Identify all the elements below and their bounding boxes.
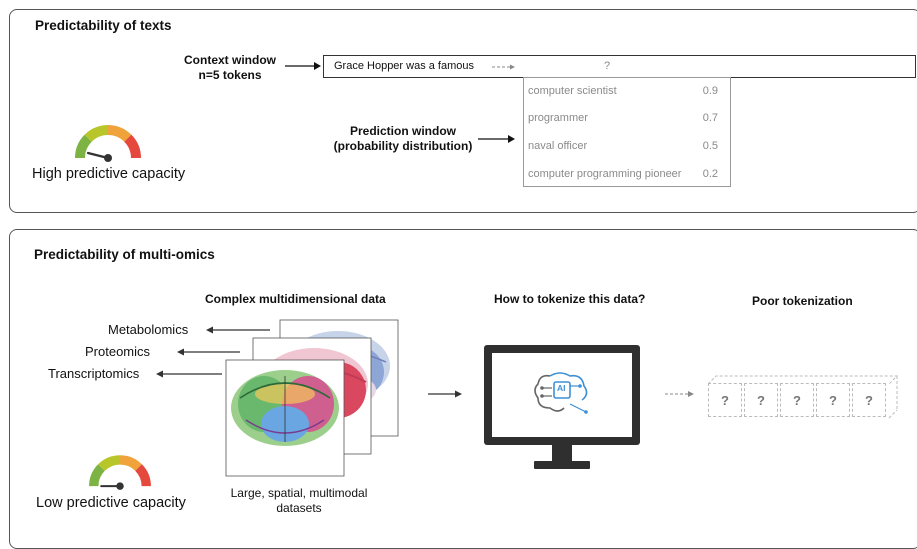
prediction-label: naval officer (528, 140, 588, 152)
prediction-row: naval officer 0.5 (528, 133, 726, 161)
prediction-row: programmer 0.7 (528, 105, 726, 133)
token-box: ? (852, 383, 886, 417)
context-window-label-line1: Context window (184, 53, 276, 67)
context-window-label-line2: n=5 tokens (198, 68, 262, 82)
omics-panel-title: Predictability of multi-omics (34, 247, 215, 262)
prediction-label: programmer (528, 112, 588, 124)
token-box: ? (744, 383, 778, 417)
proteomics-label: Proteomics (85, 344, 151, 359)
context-question: ? (604, 60, 611, 72)
prediction-probability: 0.9 (702, 85, 718, 97)
gauge-high-icon (75, 125, 141, 162)
context-window-label: Context window n=5 tokens (170, 53, 290, 83)
ai-brain-icon (534, 372, 588, 414)
text-predictability-panel (9, 9, 917, 213)
tokenize-heading: How to tokenize this data? (494, 292, 646, 306)
text-panel-title: Predictability of texts (35, 18, 172, 33)
monitor-icon (484, 345, 640, 469)
token-box: ? (780, 383, 814, 417)
high-capacity-label: High predictive capacity (32, 166, 186, 182)
prediction-window-label: Prediction window (probability distribut… (318, 124, 488, 154)
prediction-probability: 0.7 (702, 112, 718, 124)
prediction-probability: 0.2 (702, 168, 718, 180)
token-box: ? (816, 383, 850, 417)
context-text: Grace Hopper was a famous (334, 60, 475, 72)
poor-tokenization-heading: Poor tokenization (752, 294, 853, 308)
dataset-caption-line1: Large, spatial, multimodal (230, 486, 368, 500)
gauge-low-icon (89, 455, 151, 490)
ai-label: AI (557, 383, 566, 393)
transcriptomics-label: Transcriptomics (48, 366, 140, 381)
prediction-window-label-line1: Prediction window (349, 124, 456, 138)
dashed-arrow (492, 64, 515, 70)
token-box: ? (708, 383, 742, 417)
low-capacity-label: Low predictive capacity (36, 495, 186, 511)
prediction-label: computer scientist (528, 85, 617, 97)
brain-slices-stack-image (225, 319, 399, 477)
metabolomics-label: Metabolomics (108, 322, 189, 337)
data-heading: Complex multidimensional data (205, 292, 386, 306)
dataset-caption-line2: datasets (276, 501, 322, 515)
prediction-row: computer scientist 0.9 (528, 78, 726, 106)
dataset-caption: Large, spatial, multimodal datasets (214, 486, 384, 516)
token-cubes-outline (707, 375, 899, 419)
prediction-row: computer programming pioneer 0.2 (528, 161, 726, 189)
prediction-label: computer programming pioneer (528, 168, 682, 180)
prediction-probability: 0.5 (702, 140, 718, 152)
prediction-window-label-line2: (probability distribution) (333, 139, 473, 153)
prediction-window-box: computer scientist 0.9 programmer 0.7 na… (523, 77, 731, 187)
